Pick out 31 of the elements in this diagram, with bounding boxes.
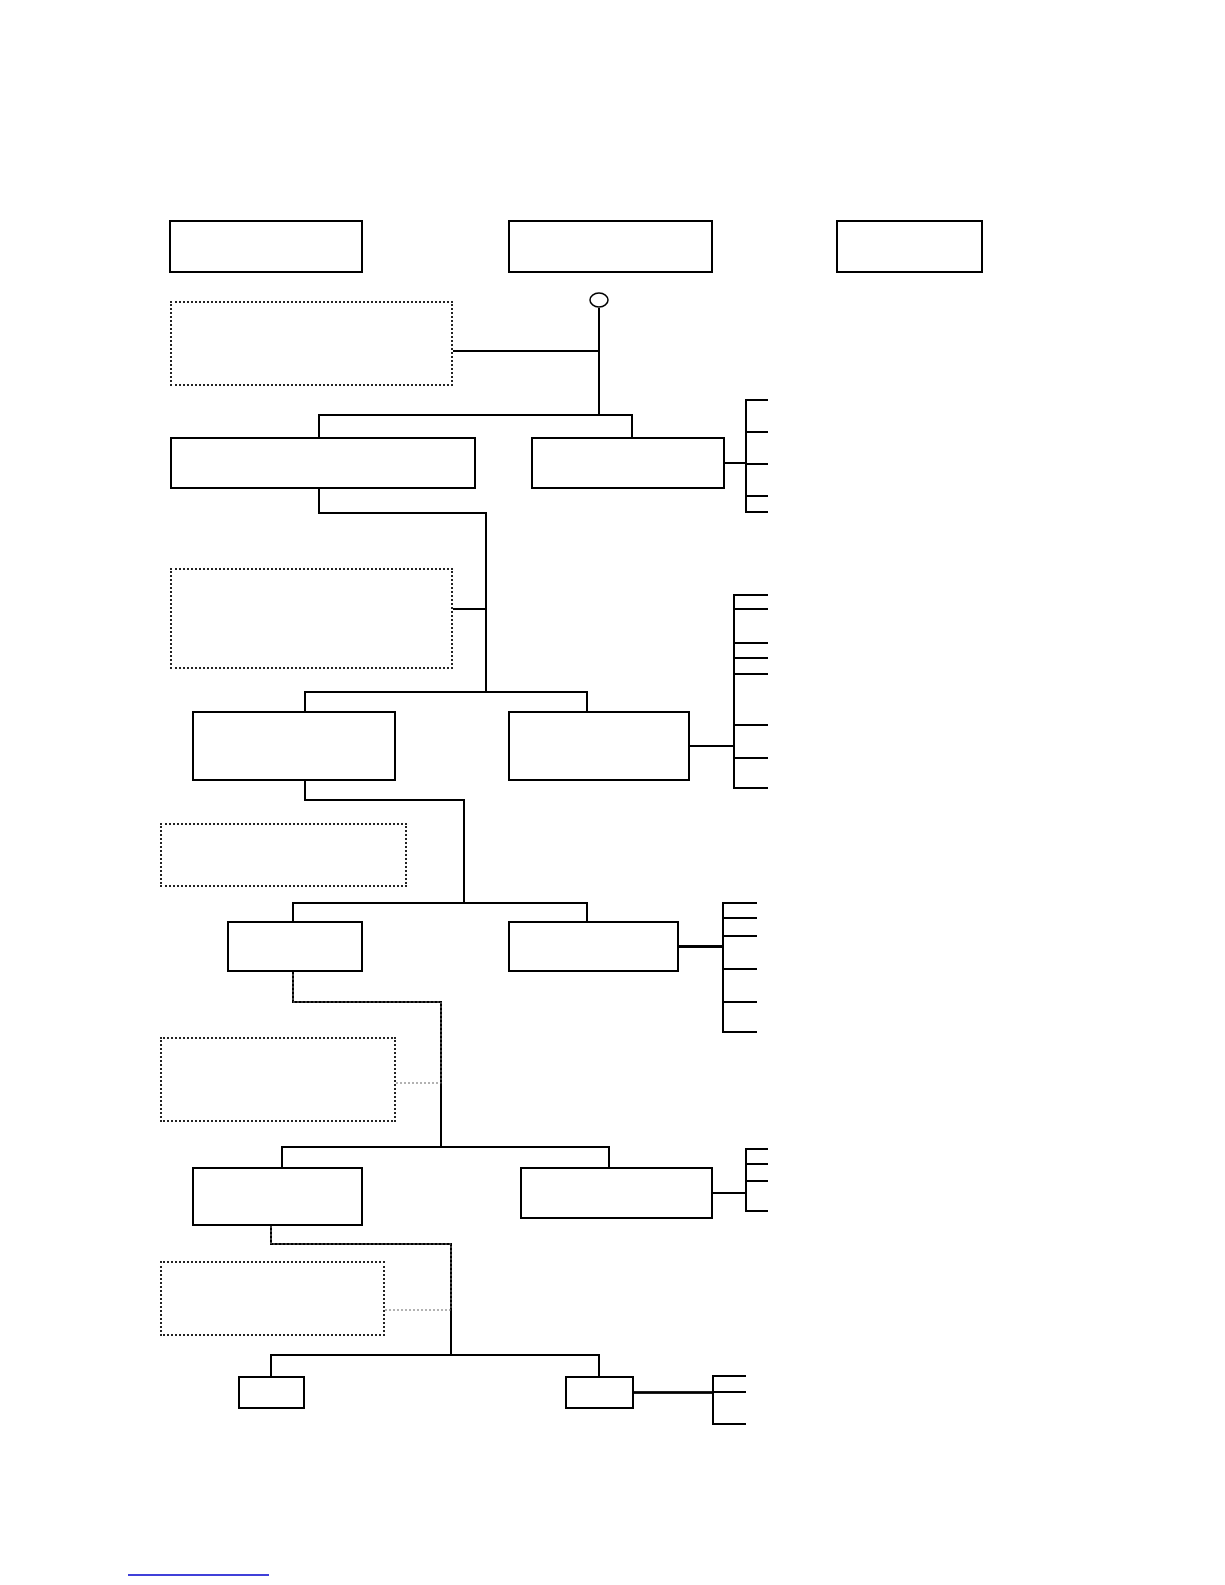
org-box bbox=[192, 711, 396, 781]
connector-line bbox=[304, 780, 588, 922]
org-box bbox=[238, 1376, 305, 1409]
connector-line bbox=[452, 307, 600, 352]
org-box bbox=[836, 220, 983, 273]
org-box bbox=[508, 220, 713, 273]
connector-line bbox=[318, 488, 487, 610]
note-box bbox=[160, 1261, 385, 1336]
note-box bbox=[170, 568, 453, 669]
note-box bbox=[160, 823, 407, 887]
org-box bbox=[170, 437, 476, 489]
org-box bbox=[192, 1167, 363, 1226]
org-box bbox=[227, 921, 363, 972]
note-box bbox=[160, 1037, 396, 1122]
note-box bbox=[170, 301, 453, 386]
connector-line bbox=[724, 462, 769, 513]
connector-line bbox=[270, 1225, 452, 1311]
connector-line bbox=[678, 945, 758, 1033]
connector-line bbox=[633, 1391, 747, 1425]
connector-line bbox=[292, 971, 442, 1084]
connector-line bbox=[292, 971, 610, 1168]
org-box bbox=[508, 711, 690, 781]
circle-node bbox=[589, 292, 609, 308]
org-box bbox=[508, 921, 679, 972]
org-box bbox=[520, 1167, 713, 1219]
org-box bbox=[565, 1376, 634, 1409]
connector-line bbox=[712, 1192, 769, 1212]
org-box bbox=[531, 437, 725, 489]
connector-line bbox=[270, 1225, 600, 1377]
connector-line bbox=[689, 745, 769, 789]
org-box bbox=[169, 220, 363, 273]
